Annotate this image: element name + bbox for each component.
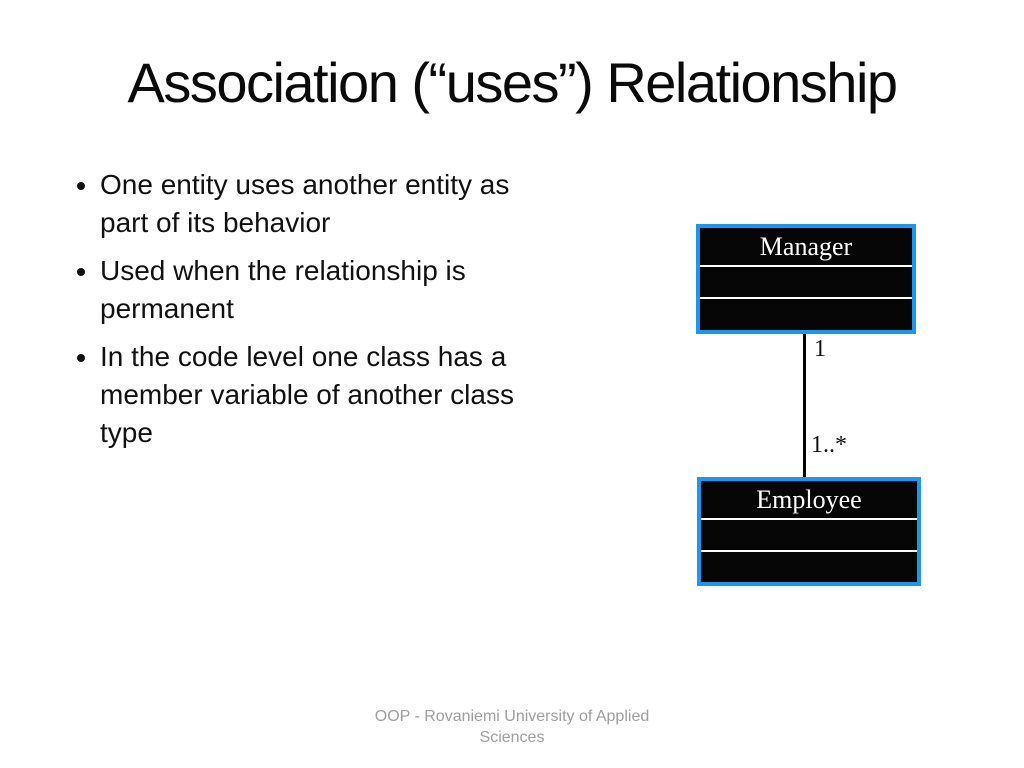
- slide-title: Association (“uses”) Relationship: [127, 51, 898, 114]
- operations-compartment: [700, 299, 912, 330]
- operations-compartment: [701, 552, 917, 582]
- bullet-text: In the code level one class has a member…: [100, 341, 514, 448]
- attributes-compartment: [701, 520, 917, 550]
- bullet-text: One entity uses another entity as part o…: [100, 169, 510, 238]
- bullet-item: One entity uses another entity as part o…: [100, 166, 552, 242]
- compartment-divider: [701, 550, 917, 552]
- multiplicity-label-source: 1: [814, 336, 826, 362]
- compartment-divider: [700, 265, 912, 267]
- multiplicity-label-target: 1..*: [811, 432, 847, 458]
- bullet-item: In the code level one class has a member…: [100, 338, 552, 452]
- footer: OOP - Rovaniemi University of Applied Sc…: [0, 706, 1024, 748]
- compartment-divider: [701, 518, 917, 520]
- uml-class-box-manager: Manager: [696, 224, 916, 334]
- compartment-divider: [700, 297, 912, 299]
- bullet-item: Used when the relationship is permanent: [100, 252, 552, 328]
- bullet-list: One entity uses another entity as part o…: [60, 166, 552, 462]
- class-name-label: Manager: [759, 232, 853, 261]
- uml-class-box-employee: Employee: [697, 477, 921, 586]
- attributes-compartment: [700, 267, 912, 297]
- bullet-text: Used when the relationship is permanent: [100, 255, 466, 324]
- association-line: [803, 334, 806, 477]
- footer-text: OOP - Rovaniemi University of Applied Sc…: [374, 708, 650, 746]
- class-name-label: Employee: [756, 485, 862, 514]
